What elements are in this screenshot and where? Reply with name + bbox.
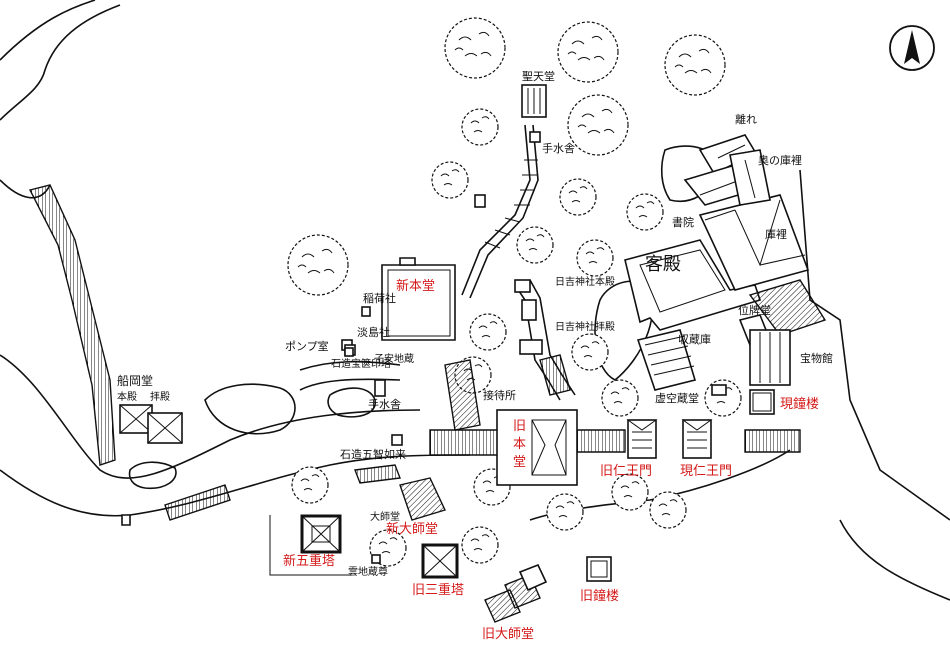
inarisha-icon [361,306,371,317]
label-kyu-shoro: 旧鐘楼 [580,588,619,604]
label-koyasu-jizo: 子安地蔵 [374,352,414,365]
settaisho-building[interactable] [444,359,481,431]
shin-gojuto-building[interactable] [300,514,342,554]
stone-steps-center [354,429,801,484]
label-kyu-hondo: 旧 本 堂 [513,419,530,470]
north-arrow-icon [889,25,935,71]
road-outline-west-2 [0,4,121,121]
label-seitendo: 聖天堂 [522,70,555,83]
gen-shoro-building[interactable] [749,389,775,415]
main-road-north-edge [0,354,421,479]
label-hie-haiden: 日吉神社拝殿 [555,320,615,333]
kyu-sanjuto-building[interactable] [421,543,459,579]
gen-niomon-building[interactable] [681,419,713,459]
kyu-hondo-building[interactable] [496,409,578,486]
stone-steps-south [164,484,231,521]
shin-hondo-building[interactable] [381,257,456,341]
label-shin-gojuto: 新五重塔 [283,553,335,569]
label-shin-daishido: 新大師堂 [386,521,438,537]
label-kyu-daishido: 旧大師堂 [482,627,534,642]
label-hie-honden: 日吉神社本殿 [555,275,615,288]
label-haiden: 拝殿 [150,390,170,403]
east-edge-3 [839,519,950,601]
hie-honden-building[interactable] [514,279,537,321]
kyu-niomon-building[interactable] [626,419,658,459]
label-awashimasha: 淡島社 [357,325,390,339]
pond-small [327,387,376,418]
kyu-daishido-building[interactable] [484,563,548,623]
label-daishido-small: 大師堂 [370,510,400,523]
chozusha-mid-icon [374,379,386,397]
label-honden: 本殿 [117,390,137,403]
label-hanare: 離れ [735,112,757,126]
kyakuden-complex[interactable] [624,134,827,346]
pond-southwest [128,461,177,490]
label-kyakuden: 客殿 [645,254,681,275]
label-shoin: 書院 [672,215,694,229]
label-pump: ポンプ室 [285,339,329,353]
label-ishizukuri-gochi: 石造五智如来 [340,447,406,461]
seitendo-building[interactable] [521,84,547,118]
label-chozusha-mid: 手水舎 [368,397,401,411]
label-jizoson: 雲地蔵尊 [348,565,388,578]
east-road [799,169,950,521]
label-kyu-niomon: 旧仁王門 [600,464,652,479]
label-funaokado: 船岡堂 [117,374,153,388]
label-kuri: 庫裡 [765,227,787,241]
shin-daishido-building[interactable] [399,477,446,521]
path-seitendo [461,124,539,299]
stone-steps-west [28,184,116,466]
label-homotsukan: 宝物館 [800,351,833,365]
label-ihaido: 位牌堂 [738,303,771,317]
funaokado-building[interactable] [119,404,183,444]
road-outline-west [0,0,96,61]
label-gen-shoro: 現鐘楼 [780,396,819,412]
label-kokuzodo: 虚空蔵堂 [655,391,699,405]
label-shuzoko: 収蔵庫 [678,332,711,346]
label-kyu-sanjuto: 旧三重塔 [412,582,464,598]
label-gen-niomon: 現仁王門 [680,464,732,479]
kokuzodo-icon [711,384,727,396]
hie-haiden-building[interactable] [519,339,571,396]
chozusha-top-icon [529,131,541,143]
label-settaisho: 接待所 [483,388,516,402]
label-ishizukuri-hokyoin: 石造宝篋印塔 [331,357,391,370]
koyasu-jizo-icon [344,347,354,357]
pond-area [204,383,296,435]
shuzoko-building[interactable] [636,329,697,391]
fence-southwest [269,515,350,576]
ishizukuri-gochi-icon [391,434,403,446]
label-oku-kuri: 奥の庫裡 [758,153,802,167]
homotsukan-building[interactable] [749,329,791,386]
label-inarisha: 稲荷社 [363,291,396,305]
label-chozusha-top: 手水舎 [542,141,575,155]
kyu-shoro-building[interactable] [586,556,612,582]
jizoson-icon [371,554,381,564]
gate-post-icon [121,514,131,526]
small-shed-icon [474,194,486,208]
label-shin-hondo: 新本堂 [396,278,435,294]
